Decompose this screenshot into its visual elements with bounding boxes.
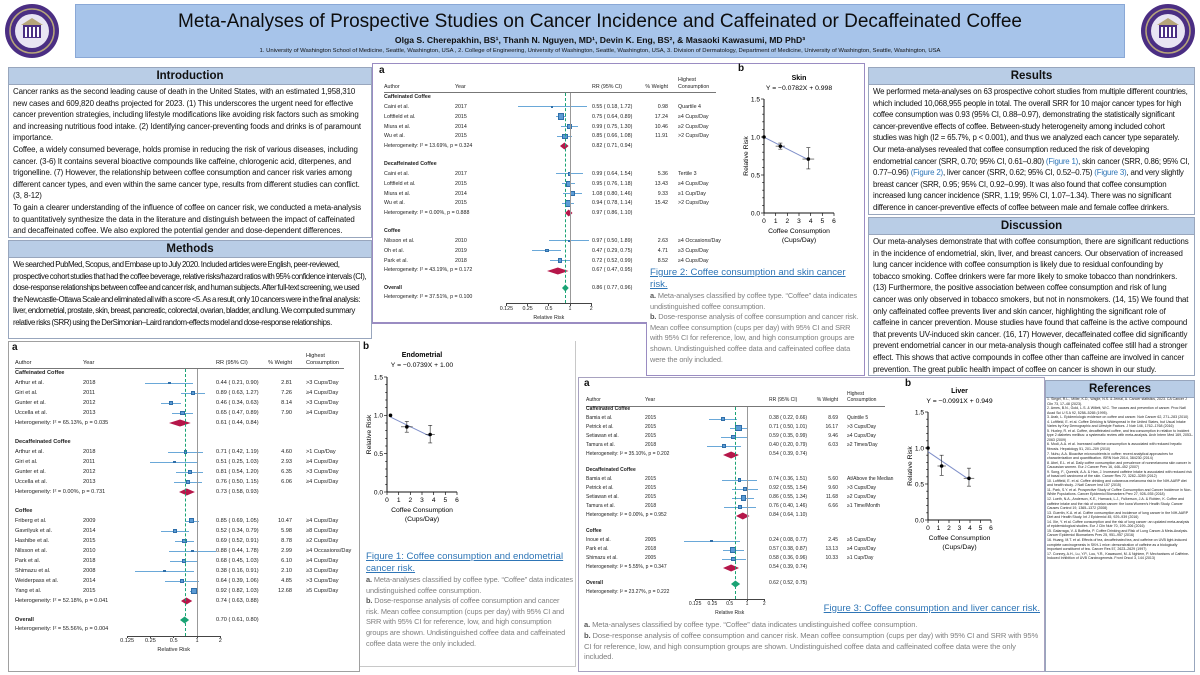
- figure-3-caption: Figure 3: Coffee consumption and liver c…: [584, 603, 1040, 670]
- methods-heading: Methods: [9, 241, 371, 258]
- reference-item: 14. Xie, Y. et al. Coffee consumption an…: [1047, 519, 1190, 529]
- figure-1-dose-panel: [360, 341, 576, 667]
- figure-3-panel-a-label: a: [584, 378, 590, 389]
- reference-item: 17. Conney, A.H., Lu, Y.P., Lou, Y.R., K…: [1047, 551, 1190, 561]
- results-text-part: We performed meta-analyses on 63 prospec…: [873, 87, 1188, 166]
- reference-list: 1. Siegel, R.L., Miller, K.D., Wagle, N.…: [1047, 397, 1193, 561]
- results-text: We performed meta-analyses on 63 prospec…: [873, 86, 1190, 214]
- reference-item: 1. Siegel, R.L., Miller, K.D., Wagle, N.…: [1047, 397, 1187, 406]
- caption-text-b: Dose-response analysis of coffee consump…: [366, 596, 566, 648]
- caption-text-a: Meta-analyses classified by coffee type.…: [590, 620, 918, 629]
- title-banner: Meta-Analyses of Prospective Studies on …: [75, 4, 1125, 58]
- introduction-heading: Introduction: [9, 68, 371, 85]
- discussion-body: Our meta-analyses demonstrate that with …: [869, 235, 1194, 375]
- figure-3-title: Figure 3: Coffee consumption and liver c…: [823, 603, 1040, 614]
- introduction-paragraph: Cancer ranks as the second leading cause…: [13, 87, 361, 143]
- results-text-part: , liver cancer (SRR, 0.62; 95% CI, 0.52–…: [942, 168, 1095, 178]
- results-text-part: , skin cancer (SRR, 0.86; 95% CI, 0.77–0…: [873, 156, 1190, 178]
- results-body: We performed meta-analyses on 63 prospec…: [869, 85, 1194, 214]
- figure-1-caption: Figure 1: Coffee consumption and endomet…: [366, 551, 574, 665]
- caption-label-a: a.: [650, 291, 656, 300]
- university-seal-logo-right: [1141, 4, 1195, 58]
- figure-2-panel: [372, 63, 865, 323]
- references-heading: References: [1046, 381, 1194, 398]
- caption-label-b: b.: [584, 630, 591, 640]
- figure-1-caption-body: a. Meta-analyses classified by coffee ty…: [366, 575, 574, 649]
- caption-text-b: Dose-response analysis of coffee consump…: [584, 630, 1039, 662]
- figure-3-caption-body: a. Meta-analyses classified by coffee ty…: [584, 620, 1040, 663]
- affiliations: 1. University of Washington School of Me…: [259, 48, 941, 54]
- introduction-paragraph: Coffee, a widely consumed beverage, hold…: [13, 144, 360, 201]
- figure-1-forest-panel: [8, 341, 360, 672]
- university-seal-logo-left: [5, 4, 59, 58]
- figure-1-title: Figure 1: Coffee consumption and endomet…: [366, 551, 564, 574]
- figure-2-caption-body: a. Meta-analyses classified by coffee ty…: [650, 291, 862, 365]
- caption-text-a: Meta-analyses classified by coffee type.…: [650, 291, 857, 311]
- caption-text-a: Meta-analyses classified by coffee type.…: [366, 575, 573, 595]
- methods-section: Methods We searched PubMed, Scopus, and …: [8, 240, 372, 339]
- figure-2-title: Figure 2: Coffee consumption and skin ca…: [650, 267, 846, 290]
- figure-1-panel-b-label: b: [363, 341, 370, 352]
- figure-3-panel: [578, 377, 1045, 672]
- poster-title: Meta-Analyses of Prospective Studies on …: [178, 11, 1022, 32]
- figure-1-panel-a-label: a: [12, 342, 18, 353]
- figure-2-panel-bottom-edge: [372, 322, 647, 324]
- reference-item: 5. Huxley, R. et al. Coffee, decaffeinat…: [1047, 428, 1193, 442]
- introduction-body: Cancer ranks as the second leading cause…: [9, 85, 371, 237]
- figure-2-caption-frame: [645, 322, 865, 376]
- figure-3-panel-b-label: b: [905, 378, 912, 389]
- figure-2-caption: Figure 2: Coffee consumption and skin ca…: [650, 267, 862, 374]
- reference-item: 2. Ames, B.N., Gold, L.S. & Willett, W.C…: [1047, 406, 1186, 415]
- methods-body: We searched PubMed, Scopus, and Embase u…: [9, 258, 371, 338]
- caption-label-a: a.: [366, 575, 372, 584]
- reference-item: 16. Huang, M.T. et al. Effects of tea, d…: [1047, 537, 1187, 552]
- introduction-section: Introduction Cancer ranks as the second …: [8, 67, 372, 238]
- caption-text-b: Dose-response analysis of coffee consump…: [650, 312, 859, 364]
- discussion-text: Our meta-analyses demonstrate that with …: [873, 237, 1189, 374]
- caption-label-a: a.: [584, 620, 591, 629]
- reference-item: 3. Arab, L. Epidemiologic evidence on co…: [1047, 415, 1189, 420]
- figure-1-link[interactable]: (Figure 1): [1045, 156, 1079, 166]
- figure-2-panel-b-label: b: [738, 63, 745, 74]
- author-list: Olga S. Cherepakhin, BS¹, Thanh N. Nguye…: [394, 35, 806, 45]
- reference-item: 11. Park, S.Y. et al. Prospective Study …: [1047, 487, 1192, 497]
- methods-text: We searched PubMed, Scopus, and Embase u…: [13, 260, 367, 327]
- reference-item: 8. Abel, E.L. et al. Daily coffee consum…: [1047, 460, 1191, 470]
- reference-item: 10. Loftfield, E. et al. Coffee drinking…: [1047, 478, 1187, 488]
- reference-item: 12. Lueth, N.A., Anderson, K.E., Harnack…: [1047, 497, 1184, 511]
- figure-2-link[interactable]: (Figure 2): [910, 168, 943, 178]
- reference-item: 4. Loftfield, E. et al. Coffee Drinking …: [1047, 419, 1186, 429]
- caption-label-b: b.: [366, 596, 373, 606]
- figure-2-panel-a-label: a: [379, 65, 385, 76]
- introduction-paragraph: To gain a clearer understanding of the i…: [13, 202, 362, 236]
- results-section: Results We performed meta-analyses on 63…: [868, 67, 1195, 215]
- reference-item: 13. Guertin, K.A. et al. Coffee consumpt…: [1047, 510, 1189, 520]
- results-heading: Results: [869, 68, 1194, 85]
- reference-item: 6. Modi, A.A. et al. Increased caffeine …: [1047, 442, 1182, 452]
- discussion-heading: Discussion: [869, 218, 1194, 235]
- reference-item: 9. Song, F., Qureshi, A.A. & Han, J. Inc…: [1047, 469, 1192, 479]
- caption-label-b: b.: [650, 312, 657, 322]
- reference-item: 7. Nuhu, A.A. Bioactive micronutrients i…: [1047, 451, 1174, 461]
- results-text-part: , and very slightly breast cancer (SRR, …: [873, 168, 1184, 212]
- figure-3-link[interactable]: (Figure 3): [1094, 168, 1127, 178]
- references-section: References: [1045, 380, 1195, 672]
- reference-item: 15. Galarraga, V. & Boffetta, P. Coffee …: [1047, 528, 1189, 538]
- discussion-section: Discussion Our meta-analyses demonstrate…: [868, 217, 1195, 376]
